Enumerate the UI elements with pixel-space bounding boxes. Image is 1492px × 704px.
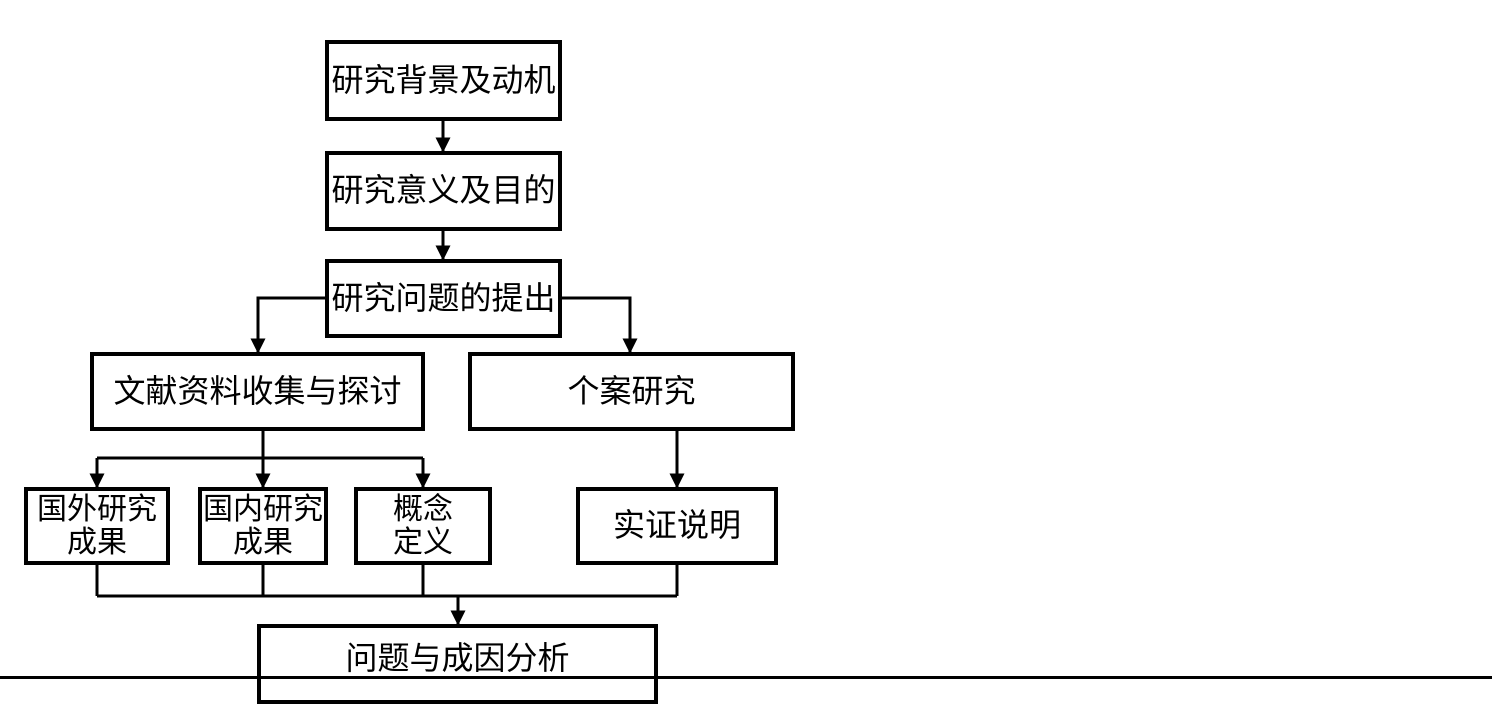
node-research-significance-label: 研究意义及目的	[331, 171, 556, 210]
node-foreign-research-line1: 国外研究	[37, 492, 157, 527]
node-case-study-label: 个案研究	[567, 371, 696, 410]
flow-connectors	[89, 120, 685, 626]
node-literature-review: 文献资料收集与探讨	[90, 352, 425, 431]
node-research-question: 研究问题的提出	[325, 259, 562, 338]
node-research-background-label: 研究背景及动机	[331, 60, 556, 99]
arrow-question-to-literature	[250, 296, 325, 354]
node-research-background: 研究背景及动机	[325, 40, 562, 121]
node-domestic-research-line2: 成果	[233, 525, 293, 560]
node-empirical-explanation: 实证说明	[576, 487, 778, 565]
node-domestic-research-line1: 国内研究	[203, 492, 323, 527]
node-problem-analysis: 问题与成因分析	[257, 624, 658, 704]
node-foreign-research: 国外研究 成果	[24, 487, 170, 565]
node-empirical-explanation-label: 实证说明	[612, 506, 741, 545]
node-concept-definition-line1: 概念	[393, 492, 453, 527]
node-concept-definition: 概念 定义	[354, 487, 492, 565]
node-concept-definition-line2: 定义	[393, 525, 453, 560]
node-problem-analysis-label: 问题与成因分析	[345, 639, 570, 677]
page-bottom-rule	[0, 676, 1492, 679]
node-case-study: 个案研究	[468, 352, 795, 431]
node-research-question-label: 研究问题的提出	[331, 278, 556, 317]
node-foreign-research-line2: 成果	[67, 525, 127, 560]
node-research-significance: 研究意义及目的	[325, 151, 562, 231]
node-domestic-research: 国内研究 成果	[198, 487, 328, 565]
arrow-question-to-case	[561, 296, 638, 354]
node-literature-review-label: 文献资料收集与探讨	[113, 371, 402, 410]
